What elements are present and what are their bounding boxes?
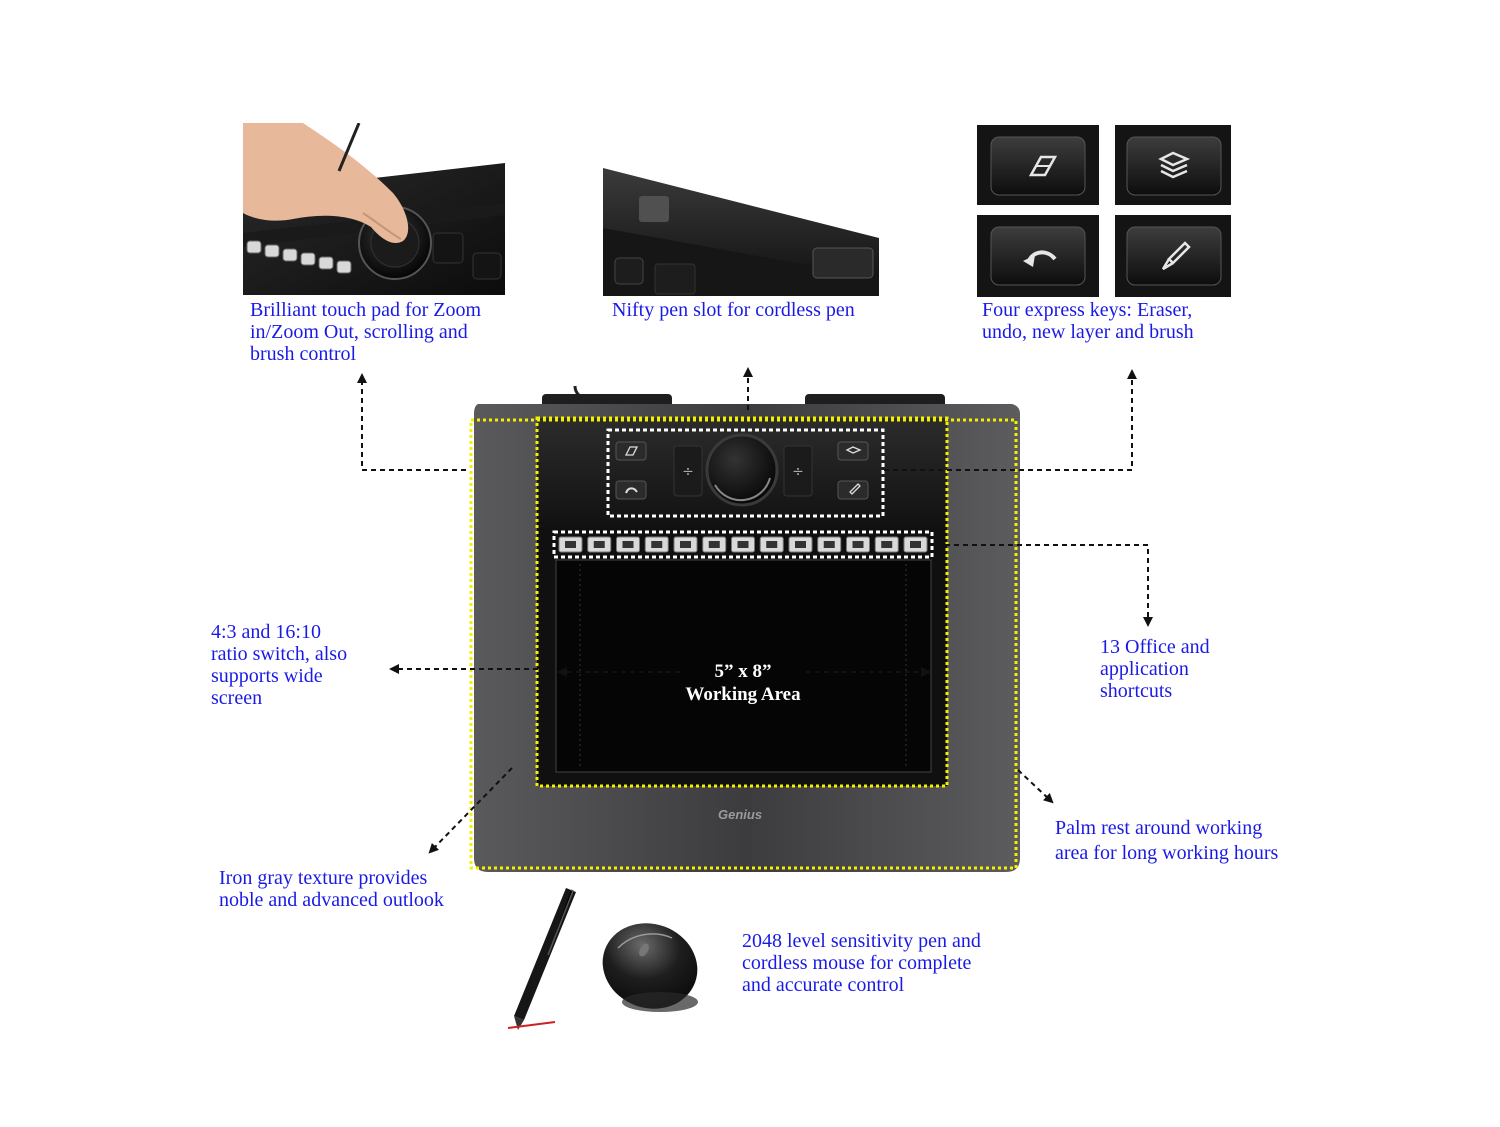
shortcut-glyph <box>795 541 806 548</box>
caption-line: 4:3 and 16:10 <box>211 621 321 643</box>
texture-caption: Iron gray texture provides noble and adv… <box>219 867 444 911</box>
tablet: ÷ ÷ <box>469 385 1020 872</box>
tablet-express-key <box>837 441 869 461</box>
svg-text:÷: ÷ <box>792 464 804 480</box>
shortcut-glyph <box>680 541 691 548</box>
shortcut-glyph <box>651 541 663 548</box>
shortcut-glyph <box>737 541 749 548</box>
touchpad-caption: Brilliant touch pad for Zoom in/Zoom Out… <box>250 299 481 365</box>
shortcut-glyph <box>852 541 864 548</box>
working-area-size: 5” x 8” <box>714 661 772 682</box>
eraser-icon <box>1028 155 1058 177</box>
caption-line: area for long working hours <box>1055 842 1279 864</box>
brush-key <box>1115 215 1231 297</box>
touchpad-photo <box>243 123 505 295</box>
cordless-mouse <box>602 923 698 1012</box>
layers-icon <box>1158 151 1191 179</box>
caption-line: Four express keys: Eraser, <box>982 299 1193 321</box>
caption-line: cordless mouse for complete <box>742 952 972 974</box>
caption-line: supports wide <box>211 665 323 687</box>
shortcut-glyph <box>622 541 634 548</box>
palm-rest-arrow <box>1017 769 1054 804</box>
palm-rest-caption: Palm rest around working area for long w… <box>1055 816 1278 866</box>
caption-line: Nifty pen slot for cordless pen <box>612 299 855 321</box>
texture-arrow <box>428 767 513 854</box>
caption-line: noble and advanced outlook <box>219 889 444 911</box>
eraser-key <box>977 125 1099 205</box>
stylus-pen <box>507 888 576 1030</box>
caption-line: 13 Office and <box>1100 636 1210 658</box>
shortcuts-arrow <box>936 544 1153 627</box>
express-keys-photo <box>977 125 1231 297</box>
touchpad-arrow <box>357 373 466 471</box>
express-keys-arrow <box>884 369 1137 471</box>
caption-line: and accurate control <box>742 974 905 996</box>
pen-and-mouse <box>507 888 698 1030</box>
shortcut-strip <box>558 536 928 553</box>
tablet-express-key <box>615 441 647 461</box>
brush-icon <box>1161 241 1191 271</box>
caption-line: Iron gray texture provides <box>219 867 428 889</box>
ratio-switch-caption: 4:3 and 16:10 ratio switch, also support… <box>211 621 347 709</box>
touch-wheel <box>705 433 779 507</box>
express-keys-caption: Four express keys: Eraser, undo, new lay… <box>982 299 1194 343</box>
shortcut-glyph <box>565 541 576 548</box>
shortcut-glyph <box>910 541 921 548</box>
caption-line: Brilliant touch pad for Zoom <box>250 299 482 321</box>
layers-key <box>1115 125 1231 205</box>
shortcut-glyph <box>593 541 605 548</box>
shortcut-glyph <box>823 541 835 548</box>
caption-line: Palm rest around working <box>1055 817 1263 839</box>
pen-mouse-caption: 2048 level sensitivity pen and cordless … <box>742 930 981 996</box>
shortcuts-caption: 13 Office and application shortcuts <box>1100 636 1210 702</box>
caption-line: screen <box>211 687 263 709</box>
pen-slot-photo <box>603 168 879 296</box>
caption-line: ratio switch, also <box>211 643 348 665</box>
shortcut-glyph <box>766 541 778 548</box>
genius-logo: Genius <box>718 807 763 822</box>
tablet-express-key <box>615 480 647 500</box>
pen-slot-caption: Nifty pen slot for cordless pen <box>612 299 855 321</box>
working-area-label: 5” x 8” Working Area <box>660 660 826 706</box>
svg-text:÷: ÷ <box>682 464 694 480</box>
caption-line: brush control <box>250 343 357 365</box>
caption-line: 2048 level sensitivity pen and <box>742 930 981 952</box>
shortcut-glyph <box>708 541 720 548</box>
working-area-text: Working Area <box>685 684 801 705</box>
caption-line: in/Zoom Out, scrolling and <box>250 321 468 343</box>
shortcut-glyph <box>881 541 893 548</box>
caption-line: undo, new layer and brush <box>982 321 1194 343</box>
undo-key <box>977 215 1099 297</box>
tablet-express-key <box>837 480 869 500</box>
caption-line: shortcuts <box>1100 680 1173 702</box>
caption-line: application <box>1100 658 1189 680</box>
undo-icon <box>1023 250 1057 267</box>
